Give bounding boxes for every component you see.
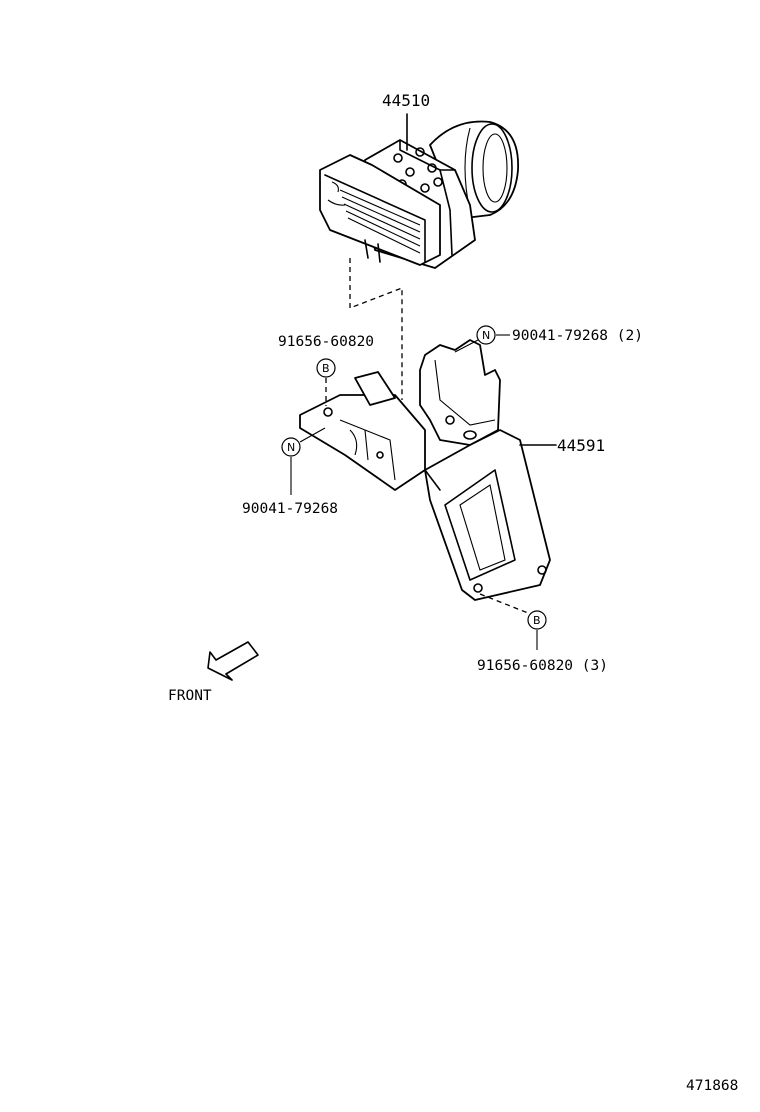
front-direction-label: FRONT [168,688,212,704]
part-label-bracket: 44591 [557,436,605,455]
part-label-nut-top-right: 90041-79268 (2) [512,328,643,344]
part-label-bolt-bottom: 91656-60820 (3) [477,658,608,674]
bolt-marker-top [316,358,336,378]
abs-actuator-drawing [319,113,519,269]
part-label-nut-left: 90041-79268 [242,501,338,517]
bracket-drawing [299,339,551,601]
part-label-actuator: 44510 [382,91,430,110]
nut-marker-left-symbol: N [287,441,295,454]
bolt-marker-bottom [527,610,547,630]
nut-marker-left [281,437,301,457]
nut-marker-top-right [476,325,496,345]
bolt-marker-top-symbol: B [322,362,330,375]
diagram-id: 471868 [686,1078,738,1094]
front-arrow-icon [207,641,259,681]
nut-marker-top-right-symbol: N [482,329,490,342]
part-label-bolt-top: 91656-60820 [278,334,374,350]
bolt-marker-bottom-symbol: B [533,614,541,627]
